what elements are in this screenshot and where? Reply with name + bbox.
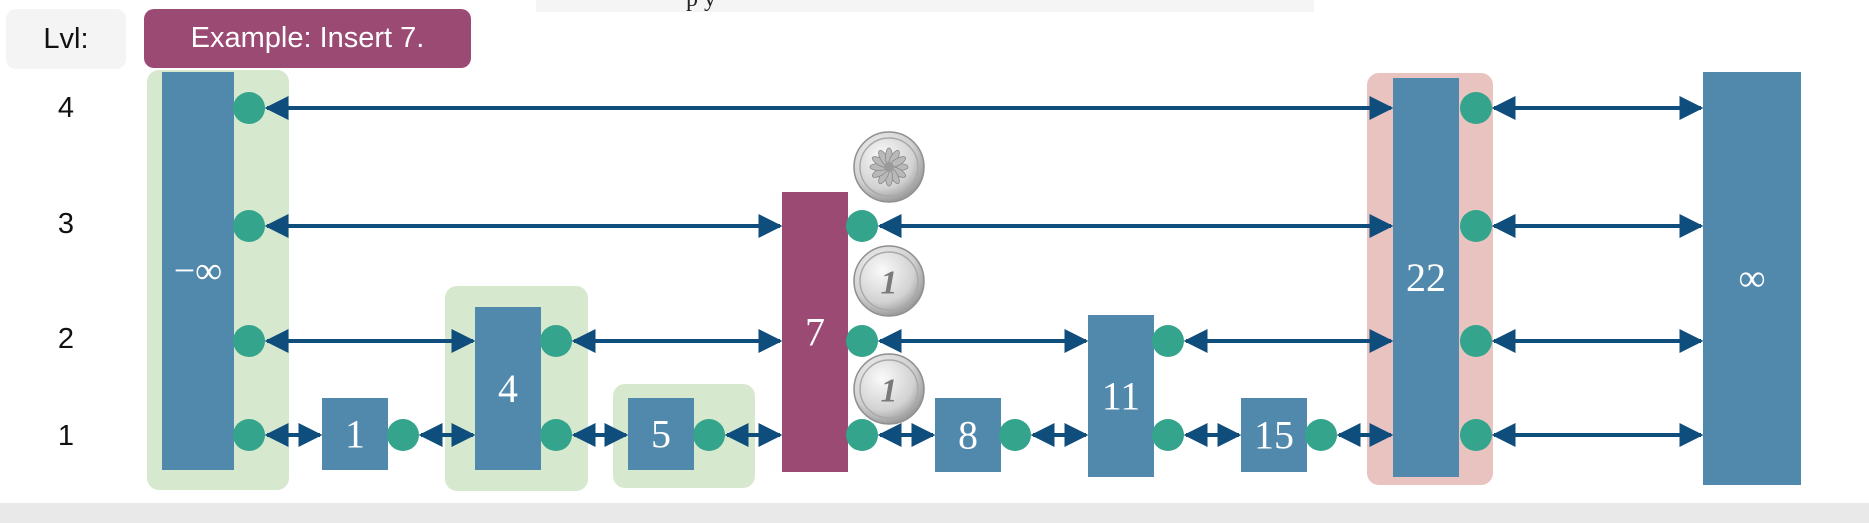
node-label-8: 8 [958, 413, 978, 458]
pointer-dot-4-l2 [540, 325, 572, 357]
node-label-22: 22 [1406, 255, 1446, 300]
pointer-dot-22-l3 [1460, 210, 1492, 242]
pointer-dot-22-l4 [1460, 92, 1492, 124]
coin-reverse-icon: 1 [853, 353, 925, 425]
pointer-dot-1-l1 [387, 419, 419, 451]
node-1 [322, 398, 388, 470]
node-7 [782, 192, 848, 472]
node-11 [1088, 315, 1154, 477]
pointer-dot-11-l1 [1152, 419, 1184, 451]
pointer-dot-7-l2 [846, 325, 878, 357]
node-15 [1241, 398, 1307, 472]
node-label-5: 5 [651, 412, 671, 457]
node-label-neg-inf: −∞ [174, 250, 223, 292]
pointer-dot-7-l1 [846, 419, 878, 451]
node-label-4: 4 [498, 366, 518, 411]
example-title-badge: Example: Insert 7. [144, 9, 471, 68]
pointer-dot-15-l1 [1305, 419, 1337, 451]
node-5 [628, 398, 694, 470]
level-number-4: 4 [57, 92, 75, 124]
coin-value: 1 [881, 265, 898, 302]
pointer-dot-22-l2 [1460, 325, 1492, 357]
node-pos-inf [1703, 72, 1801, 485]
pointer-dot-7-l3 [846, 210, 878, 242]
pointer-dot-neg-inf-l2 [233, 325, 265, 357]
pointer-dot-neg-inf-l3 [233, 210, 265, 242]
pointer-dot-4-l1 [540, 419, 572, 451]
node-label-15: 15 [1254, 413, 1294, 458]
top-strip: p y [536, 0, 1314, 12]
node-label-1: 1 [345, 412, 365, 457]
pointer-dot-11-l2 [1152, 325, 1184, 357]
bottom-bar [0, 503, 1869, 523]
node-neg-inf [162, 72, 234, 470]
node-label-pos-inf: ∞ [1738, 258, 1765, 300]
level-header-label: Lvl: [6, 9, 126, 69]
coin-flower-icon [853, 131, 925, 203]
coin-value: 1 [881, 373, 898, 410]
node-22 [1393, 78, 1459, 477]
level-number-1: 1 [57, 420, 75, 452]
node-label-11: 11 [1102, 374, 1141, 419]
top-cut-text: p y [686, 0, 716, 12]
pointer-dot-22-l1 [1460, 419, 1492, 451]
node-8 [935, 398, 1001, 472]
pointer-dot-neg-inf-l4 [233, 92, 265, 124]
node-label-7: 7 [805, 310, 825, 355]
level-number-3: 3 [57, 208, 75, 240]
coin-obverse-icon: 1 [853, 245, 925, 317]
pointer-dot-neg-inf-l1 [233, 419, 265, 451]
node-4 [475, 307, 541, 470]
pointer-dot-8-l1 [999, 419, 1031, 451]
level-number-2: 2 [57, 323, 75, 355]
pointer-dot-5-l1 [693, 419, 725, 451]
